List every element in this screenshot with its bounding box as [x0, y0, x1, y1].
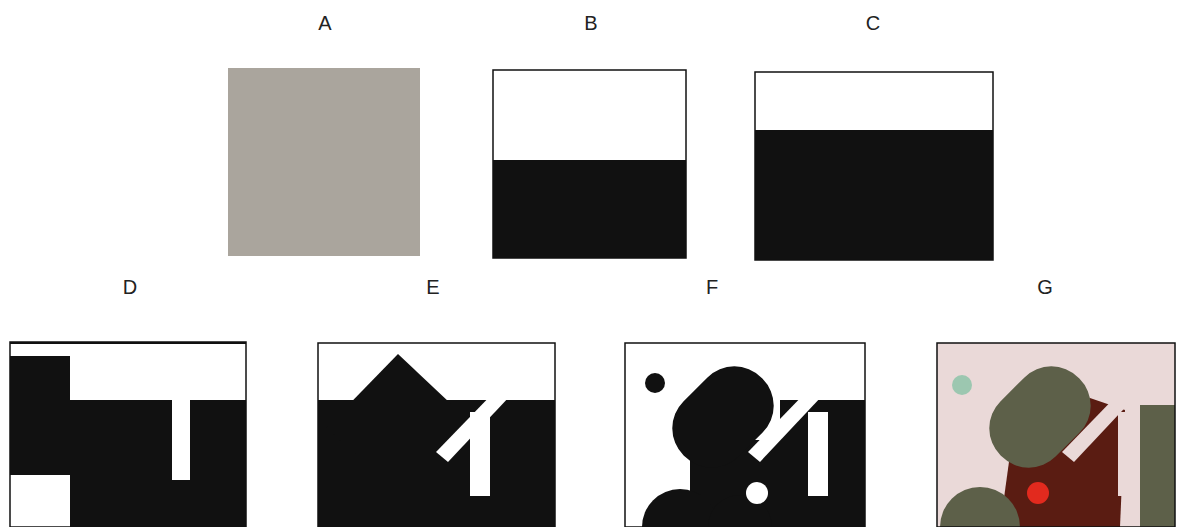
panel-b — [493, 70, 686, 258]
panel-letter: B — [584, 12, 597, 35]
panel-c — [755, 72, 993, 260]
panel-letter: G — [1037, 276, 1053, 299]
panel-e — [318, 343, 555, 527]
panel-g — [937, 343, 1175, 527]
panel-letter: A — [318, 12, 331, 35]
panel-f — [625, 343, 865, 527]
panel-d — [10, 342, 246, 527]
panel-letter: D — [123, 276, 137, 299]
panel-letter: C — [866, 12, 880, 35]
gray-square — [228, 68, 420, 256]
panel-letter: F — [706, 276, 718, 299]
panel-letter: E — [426, 276, 439, 299]
